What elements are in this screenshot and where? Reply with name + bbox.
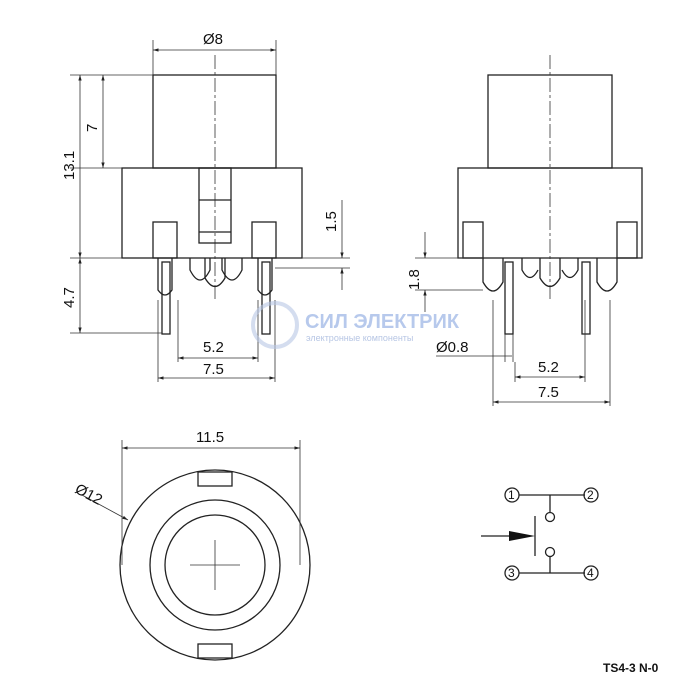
dim-pin-spacing-inner: 5.2 [203, 339, 224, 356]
pin-1: 1 [504, 487, 520, 503]
dim-bottom-width: 11.5 [196, 429, 224, 446]
dim-side-pin-spacing-outer: 7.5 [538, 384, 559, 401]
pin-3: 3 [504, 565, 520, 581]
pin-2: 2 [583, 487, 599, 503]
side-view: 1.8 Ø0.8 5.2 7.5 [406, 55, 643, 406]
svg-text:2: 2 [587, 488, 594, 502]
dim-pin-length: 4.7 [61, 287, 78, 308]
dim-body-offset: 1.5 [323, 211, 340, 232]
watermark-logo-icon [251, 301, 299, 349]
dim-cap-diameter: Ø8 [203, 31, 223, 48]
dim-side-offset: 1.8 [406, 269, 423, 290]
watermark: СИЛ ЭЛЕКТРИК электронные компоненты [251, 301, 460, 349]
dim-side-pin-spacing-inner: 5.2 [538, 359, 559, 376]
svg-text:3: 3 [508, 566, 515, 580]
svg-text:4: 4 [587, 566, 594, 580]
watermark-title: СИЛ ЭЛЕКТРИК [305, 311, 460, 333]
front-view: Ø8 13.1 7 4.7 1.5 5.2 7.5 [61, 31, 350, 382]
dim-pin-spacing-outer: 7.5 [203, 361, 224, 378]
svg-text:1: 1 [508, 488, 515, 502]
dim-total-height: 13.1 [61, 151, 78, 180]
watermark-subtitle: электронные компоненты [306, 333, 413, 343]
dim-cap-height: 7 [84, 124, 101, 132]
press-arrow-icon [509, 531, 535, 541]
dim-pin-diameter: Ø0.8 [436, 339, 469, 356]
bottom-view: 11.5 Ø12 [72, 429, 311, 661]
model-label: TS4-3 N-0 [603, 661, 659, 675]
pin-4: 4 [583, 565, 599, 581]
switch-schematic: 1 2 3 4 [481, 487, 599, 581]
